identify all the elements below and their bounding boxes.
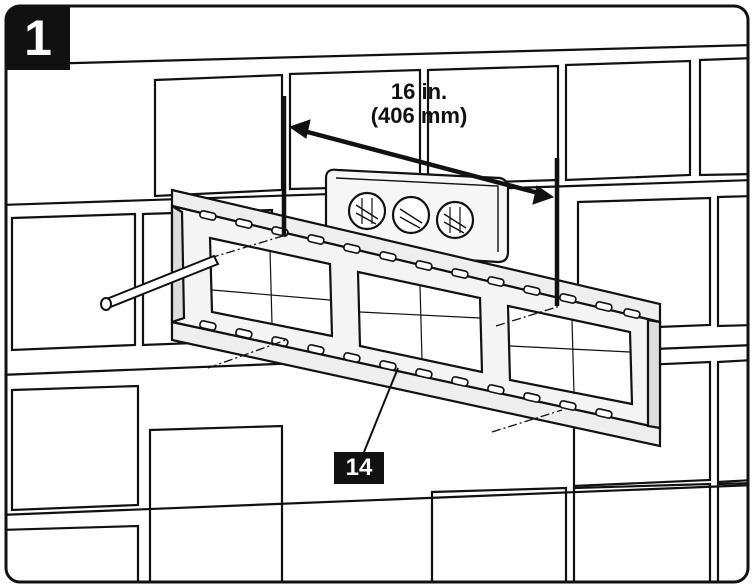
dimension-metric: (406 mm) [370,103,468,128]
bracket-cutout [506,304,634,406]
level-vial [435,200,475,240]
brick [153,73,284,198]
dimension-label: 16 in. (406 mm) [344,80,494,128]
bubble-level [324,168,510,264]
brick [430,486,568,582]
brick [10,384,140,512]
mortar-line [6,483,748,517]
part-number-tag: 14 [334,452,384,484]
frame-border [4,4,750,584]
dimension-imperial: 16 in. [390,79,448,104]
dimension-arrow [299,127,543,197]
bracket-slot-row [199,210,641,319]
brick [716,358,748,484]
brick [564,59,692,182]
brick [698,56,748,177]
brick [6,524,140,582]
brick [716,481,748,582]
drill-bit [100,254,220,311]
mortar-line [6,43,748,67]
bracket-cutout [356,270,484,374]
brick [148,424,284,582]
brick [10,212,137,352]
bracket-slot-row [199,320,613,419]
brick [572,482,712,582]
part-leader-line [363,367,399,453]
wall-plate-bracket [170,188,662,448]
brick [572,360,712,488]
level-vial [391,195,431,235]
brick [716,194,748,328]
level-vial [347,191,387,231]
hole-alignment-lines [207,234,563,433]
measurement-indicator [281,96,560,306]
step-number-badge: 1 [6,6,70,70]
